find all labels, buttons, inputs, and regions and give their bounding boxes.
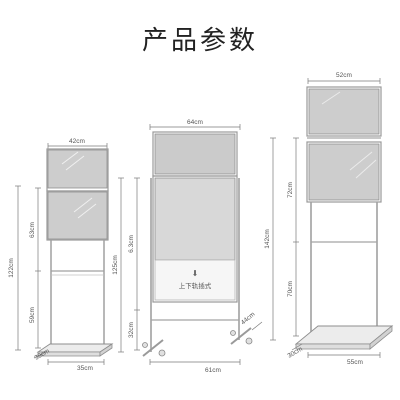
- stand-medium: 64cm ⬇ 上下轨插式 125cm: [112, 119, 263, 374]
- total-height-label: 125cm: [112, 255, 119, 275]
- stand-large: 52cm 142cm: [264, 72, 394, 366]
- base-width-label: 61cm: [205, 367, 221, 374]
- upper-height-label: 72cm: [287, 182, 294, 198]
- width-label: 52cm: [336, 72, 352, 79]
- base-depth-dimension: [251, 321, 263, 331]
- upper-height-label: 63cm: [29, 222, 36, 238]
- insert-area: [154, 259, 236, 301]
- down-arrow-icon: ⬇: [192, 269, 199, 278]
- stand-small: 42cm 122cm: [8, 138, 114, 372]
- lower-panel: [47, 191, 108, 240]
- lower-height-label: 70cm: [287, 281, 294, 297]
- page-title: 产品参数: [141, 26, 258, 56]
- lower-panel: [308, 143, 380, 201]
- lower-height-label: 59cm: [29, 307, 36, 323]
- upper-height-label: 6.3cm: [128, 235, 135, 253]
- base-width-label: 55cm: [347, 359, 363, 366]
- insert-hint-label: 上下轨插式: [179, 281, 212, 290]
- base-depth-dimension: [291, 343, 303, 351]
- base-depth-label: 30cm: [287, 346, 304, 360]
- base-plate: [36, 343, 114, 353]
- wheel-icon: [245, 337, 253, 345]
- base-width-label: 35cm: [77, 365, 93, 372]
- upper-panel: [47, 149, 108, 189]
- wheel-icon: [230, 330, 236, 336]
- main-panel: [154, 177, 236, 261]
- base-depth-label: 44cm: [240, 311, 257, 327]
- base-depth-dimension: [33, 351, 47, 359]
- total-height-label: 122cm: [8, 258, 15, 278]
- header-panel: [154, 133, 236, 175]
- width-label: 64cm: [187, 119, 203, 126]
- lower-height-label: 32cm: [128, 322, 135, 338]
- wheel-icon: [158, 349, 166, 357]
- wheel-icon: [142, 342, 148, 348]
- upper-panel: [308, 88, 380, 135]
- total-height-label: 142cm: [264, 229, 271, 249]
- width-label: 42cm: [69, 138, 85, 145]
